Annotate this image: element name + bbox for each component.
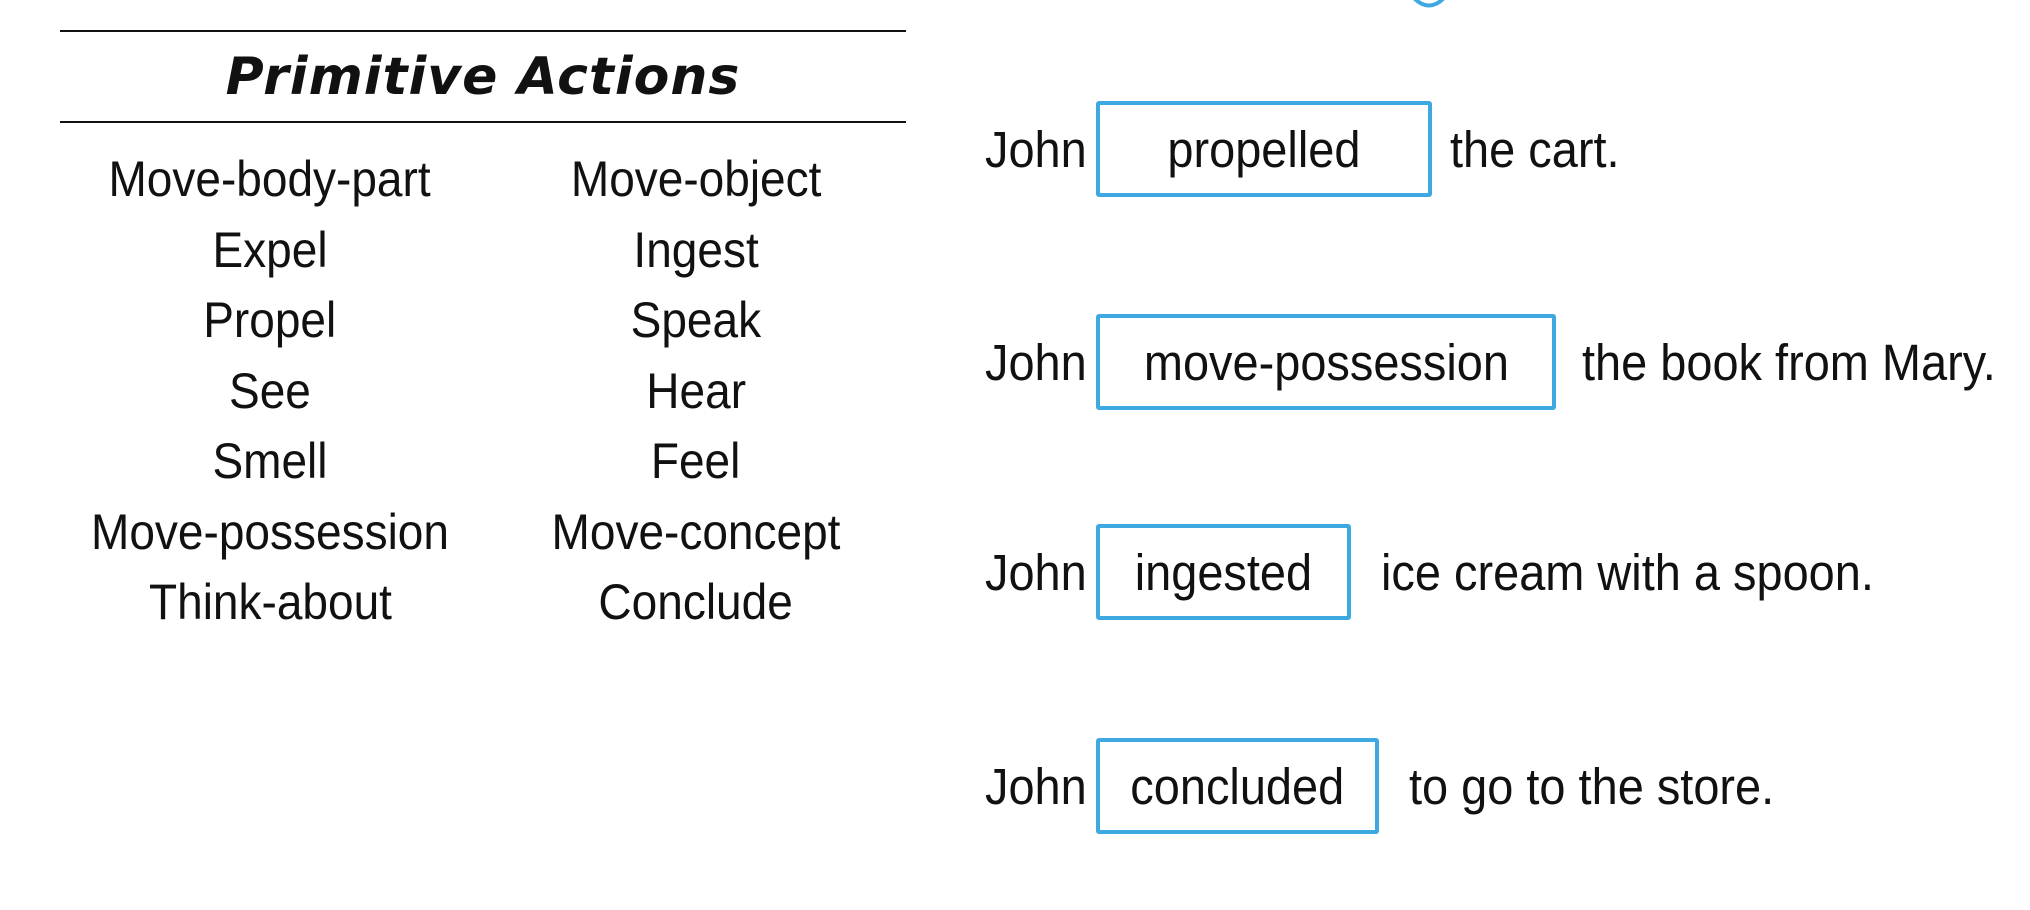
- example-sentence: John propelled the cart.: [985, 101, 1634, 197]
- verb-box: propelled: [1096, 101, 1432, 197]
- sentence-rest: the book from Mary.: [1582, 333, 1996, 391]
- action-item: Speak: [630, 292, 762, 348]
- action-item: Move-object: [570, 151, 822, 207]
- verb-text: propelled: [1167, 120, 1361, 178]
- action-item: Think-about: [148, 574, 392, 630]
- sentence-subject: John: [985, 120, 1087, 178]
- action-item: Feel: [651, 433, 741, 489]
- actions-column-1: Move-body-part Expel Propel See Smell Mo…: [75, 144, 464, 638]
- action-item: Expel: [212, 221, 328, 278]
- sentence-subject: John: [985, 543, 1087, 601]
- action-item: Conclude: [598, 574, 794, 630]
- action-item: Smell: [212, 433, 328, 489]
- cropped-blue-stroke: [1413, 0, 1445, 8]
- verb-text: concluded: [1130, 757, 1345, 815]
- verb-text: ingested: [1134, 543, 1313, 601]
- sentence-rest: to go to the store.: [1409, 757, 1775, 815]
- example-sentence: John concluded to go to the store.: [985, 738, 1806, 834]
- primitive-actions-table: Primitive Actions Move-body-part Expel P…: [60, 30, 906, 630]
- actions-column-2: Move-object Ingest Speak Hear Feel Move-…: [539, 144, 853, 638]
- action-item: Propel: [203, 292, 337, 348]
- action-item: Move-possession: [91, 503, 449, 560]
- action-item: See: [229, 362, 311, 419]
- example-sentence: John ingested ice cream with a spoon.: [985, 524, 1917, 620]
- verb-box: concluded: [1096, 738, 1379, 834]
- sentence-subject: John: [985, 333, 1087, 391]
- action-item: Ingest: [633, 221, 759, 278]
- sentence-rest: ice cream with a spoon.: [1381, 543, 1874, 601]
- table-title: Primitive Actions: [225, 46, 741, 107]
- table-header-rule: [60, 121, 906, 123]
- action-item: Move-body-part: [108, 151, 432, 207]
- sentence-rest: the cart.: [1450, 120, 1620, 178]
- sentence-subject: John: [985, 757, 1087, 815]
- action-item: Hear: [646, 362, 746, 419]
- verb-text: move-possession: [1143, 333, 1509, 391]
- example-sentence: John move-possession the book from Mary.: [985, 314, 2030, 410]
- verb-box: ingested: [1096, 524, 1351, 620]
- verb-box: move-possession: [1096, 314, 1556, 410]
- action-item: Move-concept: [551, 503, 841, 560]
- table-top-rule: [60, 30, 906, 32]
